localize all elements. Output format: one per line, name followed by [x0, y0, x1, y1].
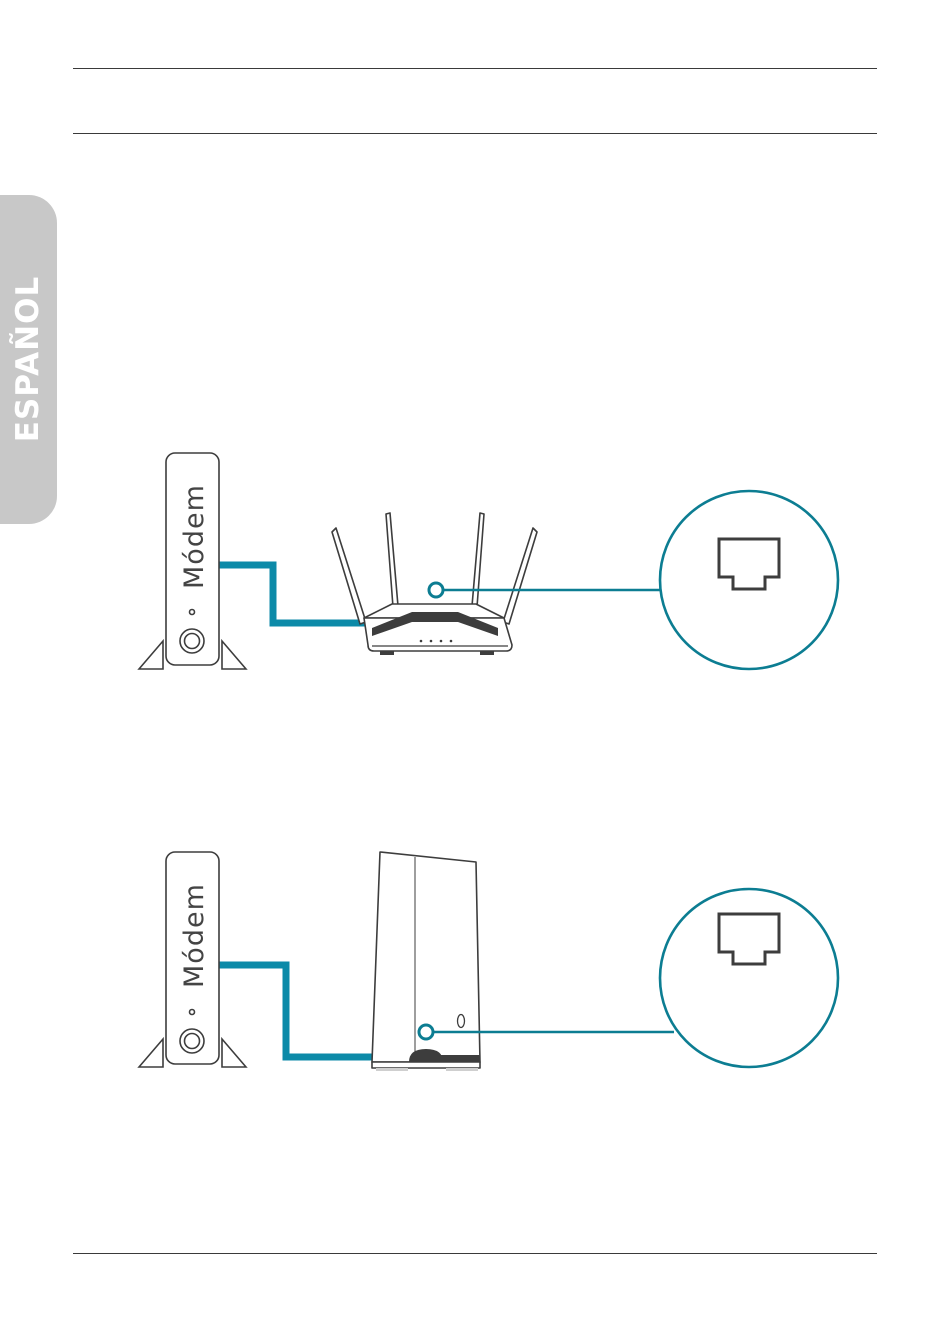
modem-power-button-inner-1	[185, 634, 200, 649]
router-led-1	[420, 640, 423, 643]
callout-zoom-circle-2	[660, 889, 838, 1067]
callout-marker-2	[419, 1025, 433, 1039]
router-led-3	[440, 640, 443, 643]
tower-foot-left	[376, 1068, 408, 1071]
modem-label-1: Módem	[179, 484, 210, 589]
router-antenna-outer-right	[503, 528, 537, 624]
callout-marker-1	[429, 583, 443, 597]
callout-zoom-circle-1	[660, 491, 838, 669]
router-antenna-inner-right	[472, 513, 484, 607]
modem-label-2: Módem	[179, 883, 210, 988]
modem-led-2	[190, 1010, 195, 1015]
router-foot-right	[480, 651, 494, 655]
tower-foot-right	[446, 1068, 478, 1071]
router-led-2	[430, 640, 433, 643]
diagram-modem-router: Módem	[139, 453, 838, 669]
router-foot-left	[380, 651, 394, 655]
router-led-4	[450, 640, 453, 643]
diagram-modem-tower: Módem	[139, 852, 838, 1071]
modem-stand-right-1	[222, 641, 246, 669]
tower-base	[372, 1062, 480, 1068]
router-antenna-outer-left	[332, 528, 366, 624]
tower-base-stripe	[430, 1055, 480, 1062]
modem-led-1	[190, 610, 195, 615]
modem-stand-right-2	[222, 1039, 246, 1067]
modem-stand-left-1	[139, 641, 163, 669]
tower-rear-button	[458, 1015, 465, 1028]
modem-power-button-inner-2	[185, 1034, 200, 1049]
router-antenna-inner-left	[386, 513, 398, 607]
modem-stand-left-2	[139, 1039, 163, 1067]
